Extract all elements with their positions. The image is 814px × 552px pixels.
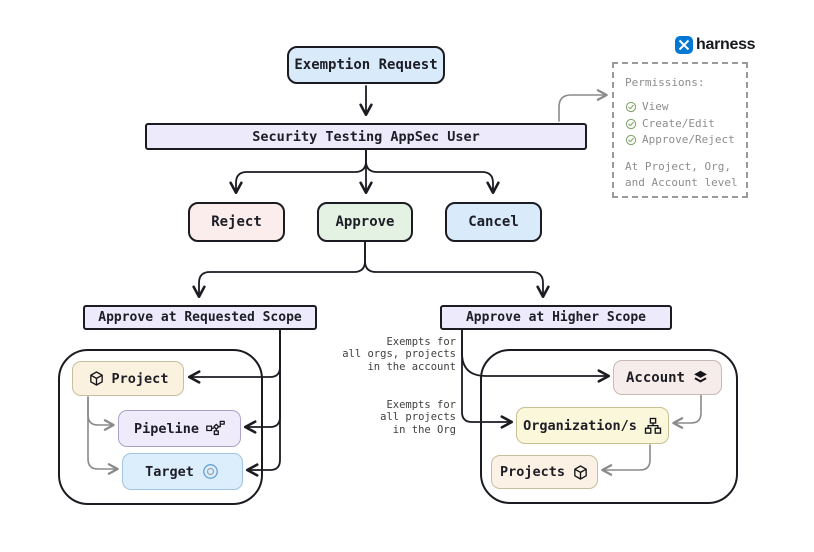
cube-icon [572, 464, 589, 481]
permission-label: Approve/Reject [642, 133, 735, 146]
node-pipeline: Pipeline [118, 410, 241, 447]
permissions-title: Permissions: [625, 76, 705, 89]
harness-icon [675, 36, 693, 54]
node-label: Approve at Requested Scope [98, 310, 302, 325]
target-icon [201, 462, 220, 481]
node-label: Account [625, 369, 685, 386]
annotation-exempts-org: Exempts for all projects in the Org [380, 399, 456, 436]
check-circle-icon [625, 118, 637, 130]
higher-scope-container [480, 349, 738, 504]
node-account: Account [613, 360, 722, 395]
permission-item: Create/Edit [625, 116, 738, 133]
check-circle-icon [625, 101, 637, 113]
harness-wordmark: harness [696, 36, 756, 53]
permission-label: View [642, 100, 669, 113]
node-label: Cancel [468, 214, 519, 230]
permissions-panel: Permissions: View Create/Edit Approve/Re… [612, 62, 748, 198]
org-chart-icon [644, 417, 662, 435]
node-label: Security Testing AppSec User [252, 128, 480, 145]
node-approve: Approve [317, 202, 413, 242]
node-projects: Projects [491, 455, 598, 489]
node-label: Pipeline [133, 420, 200, 437]
pipeline-icon [206, 419, 225, 438]
annotation-exempts-account: Exempts for all orgs, projects in the ac… [342, 336, 456, 373]
node-label: Exemption Request [294, 57, 438, 73]
permission-label: Create/Edit [642, 116, 715, 130]
cube-icon [88, 370, 105, 387]
node-reject: Reject [188, 202, 285, 242]
permissions-scope-note: At Project, Org, and Account level [625, 159, 738, 189]
node-label: Approve at Higher Scope [465, 310, 646, 325]
node-label: Target [145, 463, 194, 480]
node-requested-scope: Approve at Requested Scope [83, 305, 317, 330]
node-label: Organization/s [523, 417, 637, 434]
node-exemption-request: Exemption Request [287, 46, 445, 84]
node-label: Project [111, 370, 169, 387]
node-label: Approve [335, 214, 395, 230]
node-organizations: Organization/s [516, 407, 669, 444]
permission-item: View [625, 99, 738, 116]
node-target: Target [122, 453, 243, 490]
node-label: Reject [211, 214, 262, 230]
harness-logo: harness [675, 36, 756, 54]
node-cancel: Cancel [445, 202, 542, 242]
layers-icon [692, 369, 709, 386]
permission-item: Approve/Reject [625, 132, 738, 149]
node-appsec-user: Security Testing AppSec User [145, 123, 587, 150]
node-higher-scope: Approve at Higher Scope [440, 305, 672, 330]
node-label: Projects [499, 464, 566, 480]
node-project: Project [72, 361, 184, 396]
check-circle-icon [625, 134, 637, 146]
